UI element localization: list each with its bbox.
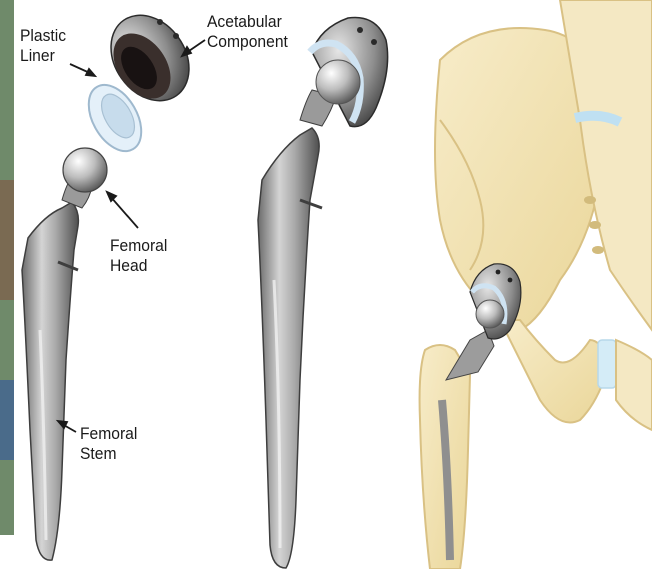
label-acetabular-component: Acetabular Component (207, 12, 288, 52)
label-femoral-stem: Femoral Stem (80, 424, 137, 464)
femoral-head-exploded (63, 148, 107, 192)
label-plastic-liner: Plastic Liner (20, 26, 66, 66)
label-plastic-liner-line2: Liner (20, 46, 66, 66)
pelvis-anatomy (420, 0, 652, 569)
label-femoral-head-line1: Femoral (110, 236, 167, 256)
femoral-stem-exploded (22, 180, 92, 560)
label-femoral-stem-line2: Stem (80, 444, 137, 464)
label-acetabular-line1: Acetabular (207, 12, 288, 32)
label-femoral-stem-line1: Femoral (80, 424, 137, 444)
label-femoral-head: Femoral Head (110, 236, 167, 276)
label-plastic-liner-line1: Plastic (20, 26, 66, 46)
label-acetabular-line2: Component (207, 32, 288, 52)
assembled-prosthesis (258, 17, 388, 568)
label-femoral-head-line2: Head (110, 256, 167, 276)
